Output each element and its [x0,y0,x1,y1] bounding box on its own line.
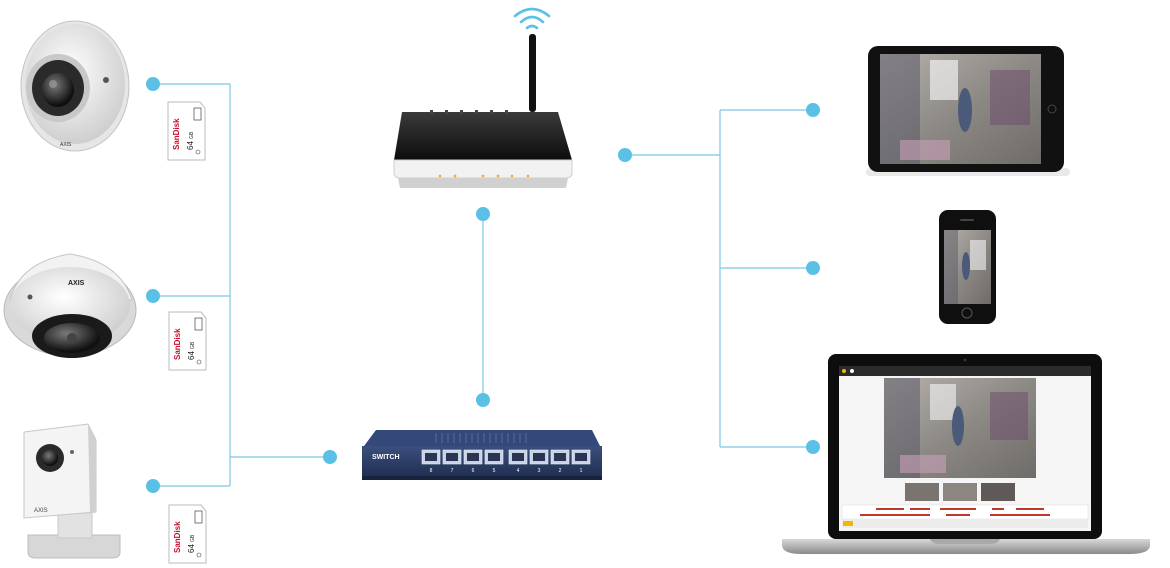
microsd-card-icon: SanDisk 64 GB [168,311,207,371]
node-router-bottom [476,207,490,221]
sd-card-capacity: 64 [187,544,196,553]
dome-camera-brand: AXIS [60,142,72,148]
switch-port-number: 3 [538,468,541,474]
network-switch-icon: SWITCH 8 7 6 5 4 3 2 1 [362,430,602,480]
node-fisheye-camera [146,289,160,303]
microsd-card-icon: SanDisk 64 GB [167,101,206,161]
node-smartphone [806,261,820,275]
switch-port-number: 7 [451,468,454,474]
switch-port-number: 8 [430,468,433,474]
sd-card-unit: GB [189,131,195,139]
node-switch-top [476,393,490,407]
switch-label: SWITCH [372,454,400,461]
sd-card-unit: GB [190,341,196,349]
cube-camera-brand: AXIS [34,508,48,514]
smartphone-icon [939,210,996,324]
sd-card-unit: GB [190,534,196,542]
laptop-icon [782,354,1150,554]
node-dome-camera [146,77,160,91]
node-switch-input [323,450,337,464]
connector-nodes [146,77,820,493]
tablet-icon [866,46,1070,176]
microsd-card-icon: SanDisk 64 GB [168,504,207,564]
connector-lines [153,83,813,487]
sd-card-brand: SanDisk [173,521,182,553]
cube-camera-icon: AXIS [23,423,121,559]
switch-port-number: 4 [517,468,520,474]
fisheye-camera-brand: AXIS [68,280,85,287]
node-cube-camera [146,479,160,493]
sd-card-capacity: 64 [186,141,195,150]
switch-port-number: 2 [559,468,562,474]
switch-port-number: 5 [493,468,496,474]
sd-card-brand: SanDisk [173,328,182,360]
switch-port-number: 6 [472,468,475,474]
wireless-router-icon [393,7,573,188]
switch-ports [421,449,591,465]
sd-card-capacity: 64 [187,351,196,360]
node-tablet [806,103,820,117]
sd-card-brand: SanDisk [172,118,181,150]
wifi-signal-icon [513,7,551,30]
node-router-output [618,148,632,162]
node-laptop [806,440,820,454]
dome-camera-icon: AXIS [20,20,130,152]
fisheye-camera-icon: AXIS [3,253,137,358]
switch-port-number: 1 [580,468,583,474]
